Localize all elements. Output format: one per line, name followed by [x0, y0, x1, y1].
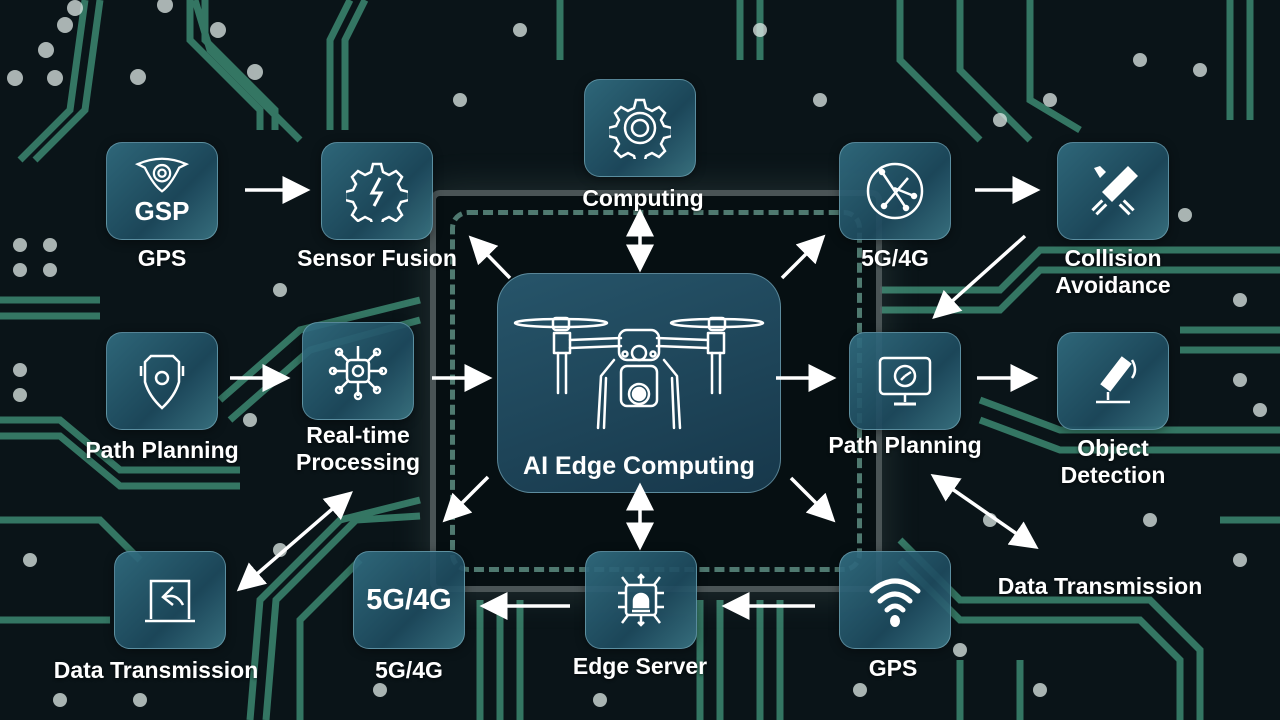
- gear-lightning-icon: [346, 162, 408, 222]
- label-gps-bottom: GPS: [868, 655, 918, 681]
- label-path-planning-left: Path Planning: [85, 437, 239, 463]
- gsp-text: GSP: [134, 195, 190, 226]
- center-ai-edge-computing[interactable]: AI Edge Computing: [497, 273, 781, 493]
- gear-icon: [609, 98, 671, 159]
- node-data-transmission-left[interactable]: [114, 551, 226, 649]
- node-path-planning-left[interactable]: [106, 332, 218, 430]
- label-gps-top: GPS: [137, 245, 187, 271]
- node-collision-avoidance[interactable]: [1057, 142, 1169, 240]
- label-data-transmission-left: Data Transmission: [53, 657, 259, 683]
- label-path-planning-right: Path Planning: [828, 432, 982, 458]
- node-5g4g-bottom[interactable]: 5G/4G: [353, 551, 465, 649]
- node-path-planning-right[interactable]: [849, 332, 961, 430]
- node-edge-server[interactable]: [585, 551, 697, 649]
- label-sensor-fusion: Sensor Fusion: [297, 245, 457, 271]
- server-chip-icon: [618, 573, 664, 627]
- shield-eye-icon: [134, 157, 190, 193]
- satellite-icon: [1091, 166, 1138, 216]
- node-realtime-processing[interactable]: [302, 322, 414, 420]
- node-object-detection[interactable]: [1057, 332, 1169, 430]
- chip-network-icon: [328, 346, 388, 401]
- label-realtime-processing: Real-time Processing: [296, 422, 420, 475]
- monitor-gear-icon: [878, 356, 932, 406]
- drone-icon: [513, 316, 765, 430]
- label-edge-server: Edge Server: [572, 653, 708, 679]
- microscope-icon: [1096, 356, 1137, 404]
- label-5g4g-top: 5G/4G: [861, 245, 929, 271]
- node-5g4g-top[interactable]: [839, 142, 951, 240]
- network-globe-icon: [866, 162, 924, 220]
- node-gps-bottom[interactable]: [839, 551, 951, 649]
- location-shield-icon: [139, 354, 185, 410]
- node-gps-top[interactable]: GSP: [106, 142, 218, 240]
- wifi-icon: [869, 578, 921, 627]
- label-object-detection: Object Detection: [1060, 435, 1166, 488]
- label-computing: Computing: [582, 185, 704, 211]
- label-5g4g-bottom: 5G/4G: [375, 657, 443, 683]
- label-collision-avoidance: Collision Avoidance: [1055, 245, 1171, 298]
- node-sensor-fusion[interactable]: [321, 142, 433, 240]
- label-data-transmission-right: Data Transmission: [997, 573, 1203, 599]
- node-computing[interactable]: [584, 79, 696, 177]
- center-label: AI Edge Computing: [523, 452, 755, 480]
- laptop-arrow-icon: [145, 579, 195, 623]
- 5g4g-text: 5G/4G: [366, 583, 452, 616]
